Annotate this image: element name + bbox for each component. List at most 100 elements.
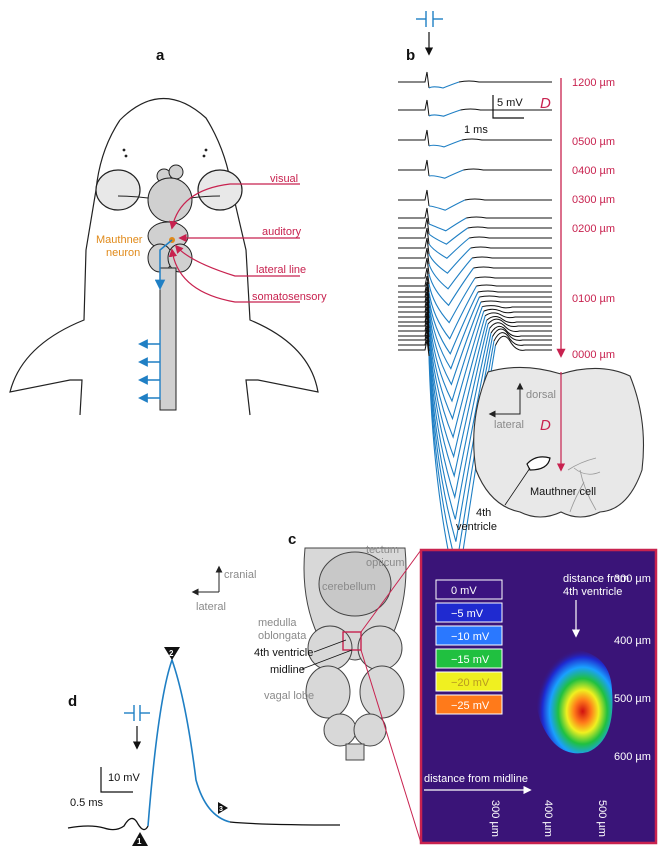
trace-field-potential [428, 247, 472, 274]
trace-tail [494, 335, 552, 351]
trace-artifact [398, 320, 430, 338]
heatmap-x-tick-400: 400 µm [542, 800, 554, 837]
legend-label: −25 mV [451, 700, 490, 712]
action-potential-trace-start [67, 817, 149, 831]
scale-mv-d: 10 mV [108, 772, 140, 784]
trace-tail [464, 198, 552, 201]
trace-tail [473, 266, 552, 269]
inset-lateral: lateral [494, 419, 524, 431]
label-4th-ventricle: 4th ventricle [254, 647, 313, 659]
scale-mv-b: 5 mV [497, 97, 523, 109]
trace-artifact [398, 227, 430, 245]
trace-artifact [398, 71, 430, 89]
trace-tail [458, 80, 552, 83]
trace-field-potential [428, 169, 464, 179]
depth-500: 0500 µm [572, 136, 615, 148]
trace-tail [477, 290, 552, 293]
inset-depth-symbol: D [540, 417, 551, 434]
trace-artifact [398, 247, 430, 265]
trace-field-potential [428, 323, 489, 478]
heatmap-x-axis: distance from midline [424, 773, 528, 785]
inset-ventricle-2: ventricle [456, 521, 497, 533]
input-auditory: auditory [262, 226, 302, 238]
optic-nerves [117, 195, 221, 199]
scale-bar-b [492, 95, 524, 119]
legend-swatch [435, 625, 503, 646]
trace-field-potential [428, 237, 470, 259]
input-somatosensory: somatosensory [252, 291, 327, 303]
ventricle-pointer [504, 467, 531, 506]
legend-swatch [435, 648, 503, 669]
heatmap-x-tick-500: 500 µm [596, 800, 608, 837]
trace-artifact [398, 257, 430, 275]
heatmap-y-tick-300: 300 µm [614, 573, 651, 585]
legend-label: −5 mV [451, 608, 484, 620]
trace-field-potential [428, 332, 492, 520]
trace-tail [484, 312, 552, 319]
trace-artifact [398, 281, 430, 299]
heatmap-y-axis-1: distance from [563, 573, 629, 585]
trace-artifact [398, 286, 430, 304]
trace-artifact [398, 237, 430, 255]
trace-field-potential [428, 315, 486, 439]
depth-100: 0100 µm [572, 293, 615, 305]
trace-tail [461, 138, 552, 141]
trace-artifact [398, 291, 430, 309]
panel-letter-d: d [68, 693, 77, 710]
depth-0: 0000 µm [572, 349, 615, 361]
svg-text:2: 2 [169, 649, 174, 658]
brain-dorsal-view [303, 547, 407, 761]
trace-field-potential [428, 81, 460, 89]
legend-label: −10 mV [451, 631, 490, 643]
trace-artifact [398, 129, 430, 147]
heatmap-y-tick-400: 400 µm [614, 635, 651, 647]
mauthner-axon [154, 239, 173, 291]
trace-field-potential [428, 109, 461, 117]
trace-artifact [398, 275, 430, 293]
trace-artifact [398, 296, 430, 314]
trace-field-potential [428, 306, 483, 403]
trace-tail [469, 236, 552, 239]
legend-swatch [435, 671, 503, 692]
trace-field-potential [428, 139, 463, 148]
trace-field-potential [428, 328, 491, 500]
trace-artifact [398, 334, 430, 352]
svg-text:3: 3 [219, 806, 223, 813]
depth-400: 0400 µm [572, 165, 615, 177]
action-potential-trace-end [229, 821, 341, 826]
trace-artifact [398, 301, 430, 319]
legend-label: −15 mV [451, 654, 490, 666]
trace-tail [467, 226, 552, 229]
trace-artifact [398, 339, 430, 357]
trace-artifact [398, 267, 430, 285]
trace-field-potential [428, 320, 488, 459]
fish-outline [9, 97, 319, 416]
mauthner-cell-drawing [567, 457, 601, 513]
trace-tail [472, 256, 552, 259]
trace-tail [482, 305, 552, 309]
action-potential-trace [147, 657, 231, 827]
trace-tail [466, 216, 552, 219]
label-medulla-1: medulla [258, 617, 297, 629]
input-visual: visual [270, 173, 298, 185]
trace-tail [470, 246, 552, 249]
heatmap-legend: 0 mV−5 mV−10 mV−15 mV−20 mV−25 mV [435, 579, 503, 715]
trace-tail [492, 328, 552, 341]
scale-ms-b: 1 ms [464, 124, 488, 136]
trace-artifact [398, 99, 430, 117]
label-tectum-1: tectum [366, 544, 399, 556]
trace-artifact [398, 306, 430, 324]
svg-text:1: 1 [137, 837, 142, 846]
trace-field-potential [428, 310, 485, 421]
inset-ventricle-1: 4th [476, 507, 491, 519]
axis-lateral: lateral [196, 601, 226, 613]
marker-3: 3 [218, 802, 228, 814]
trace-field-potential [428, 217, 467, 232]
legend-label: 0 mV [451, 585, 477, 597]
legend-swatch [435, 579, 503, 600]
label-medulla-2: oblongata [258, 630, 307, 642]
fourth-ventricle-shape [526, 456, 551, 471]
heatmap-y-tick-600: 600 µm [614, 751, 651, 763]
panel-letter-b: b [406, 47, 415, 64]
trace-artifact [398, 315, 430, 333]
